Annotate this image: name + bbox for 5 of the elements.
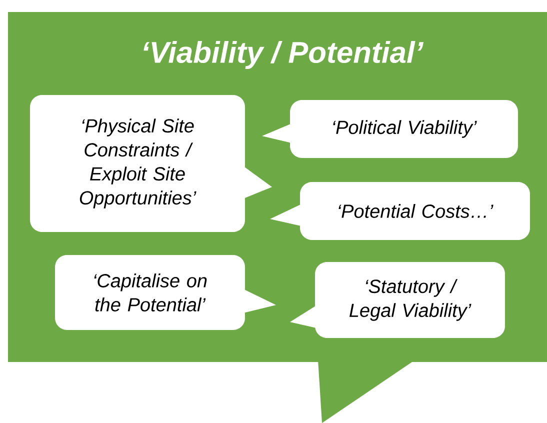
speech-bubble: ‘Potential Costs…’ xyxy=(270,182,530,240)
speech-bubble: ‘Political Viability’ xyxy=(262,100,518,158)
speech-bubble: ‘Capitalise on the Potential’ xyxy=(55,255,276,330)
speech-bubble: ‘Physical Site Constraints / Exploit Site Opportunities’ xyxy=(30,95,272,232)
speech-bubble: ‘Statutory / Legal Viability’ xyxy=(290,262,505,338)
